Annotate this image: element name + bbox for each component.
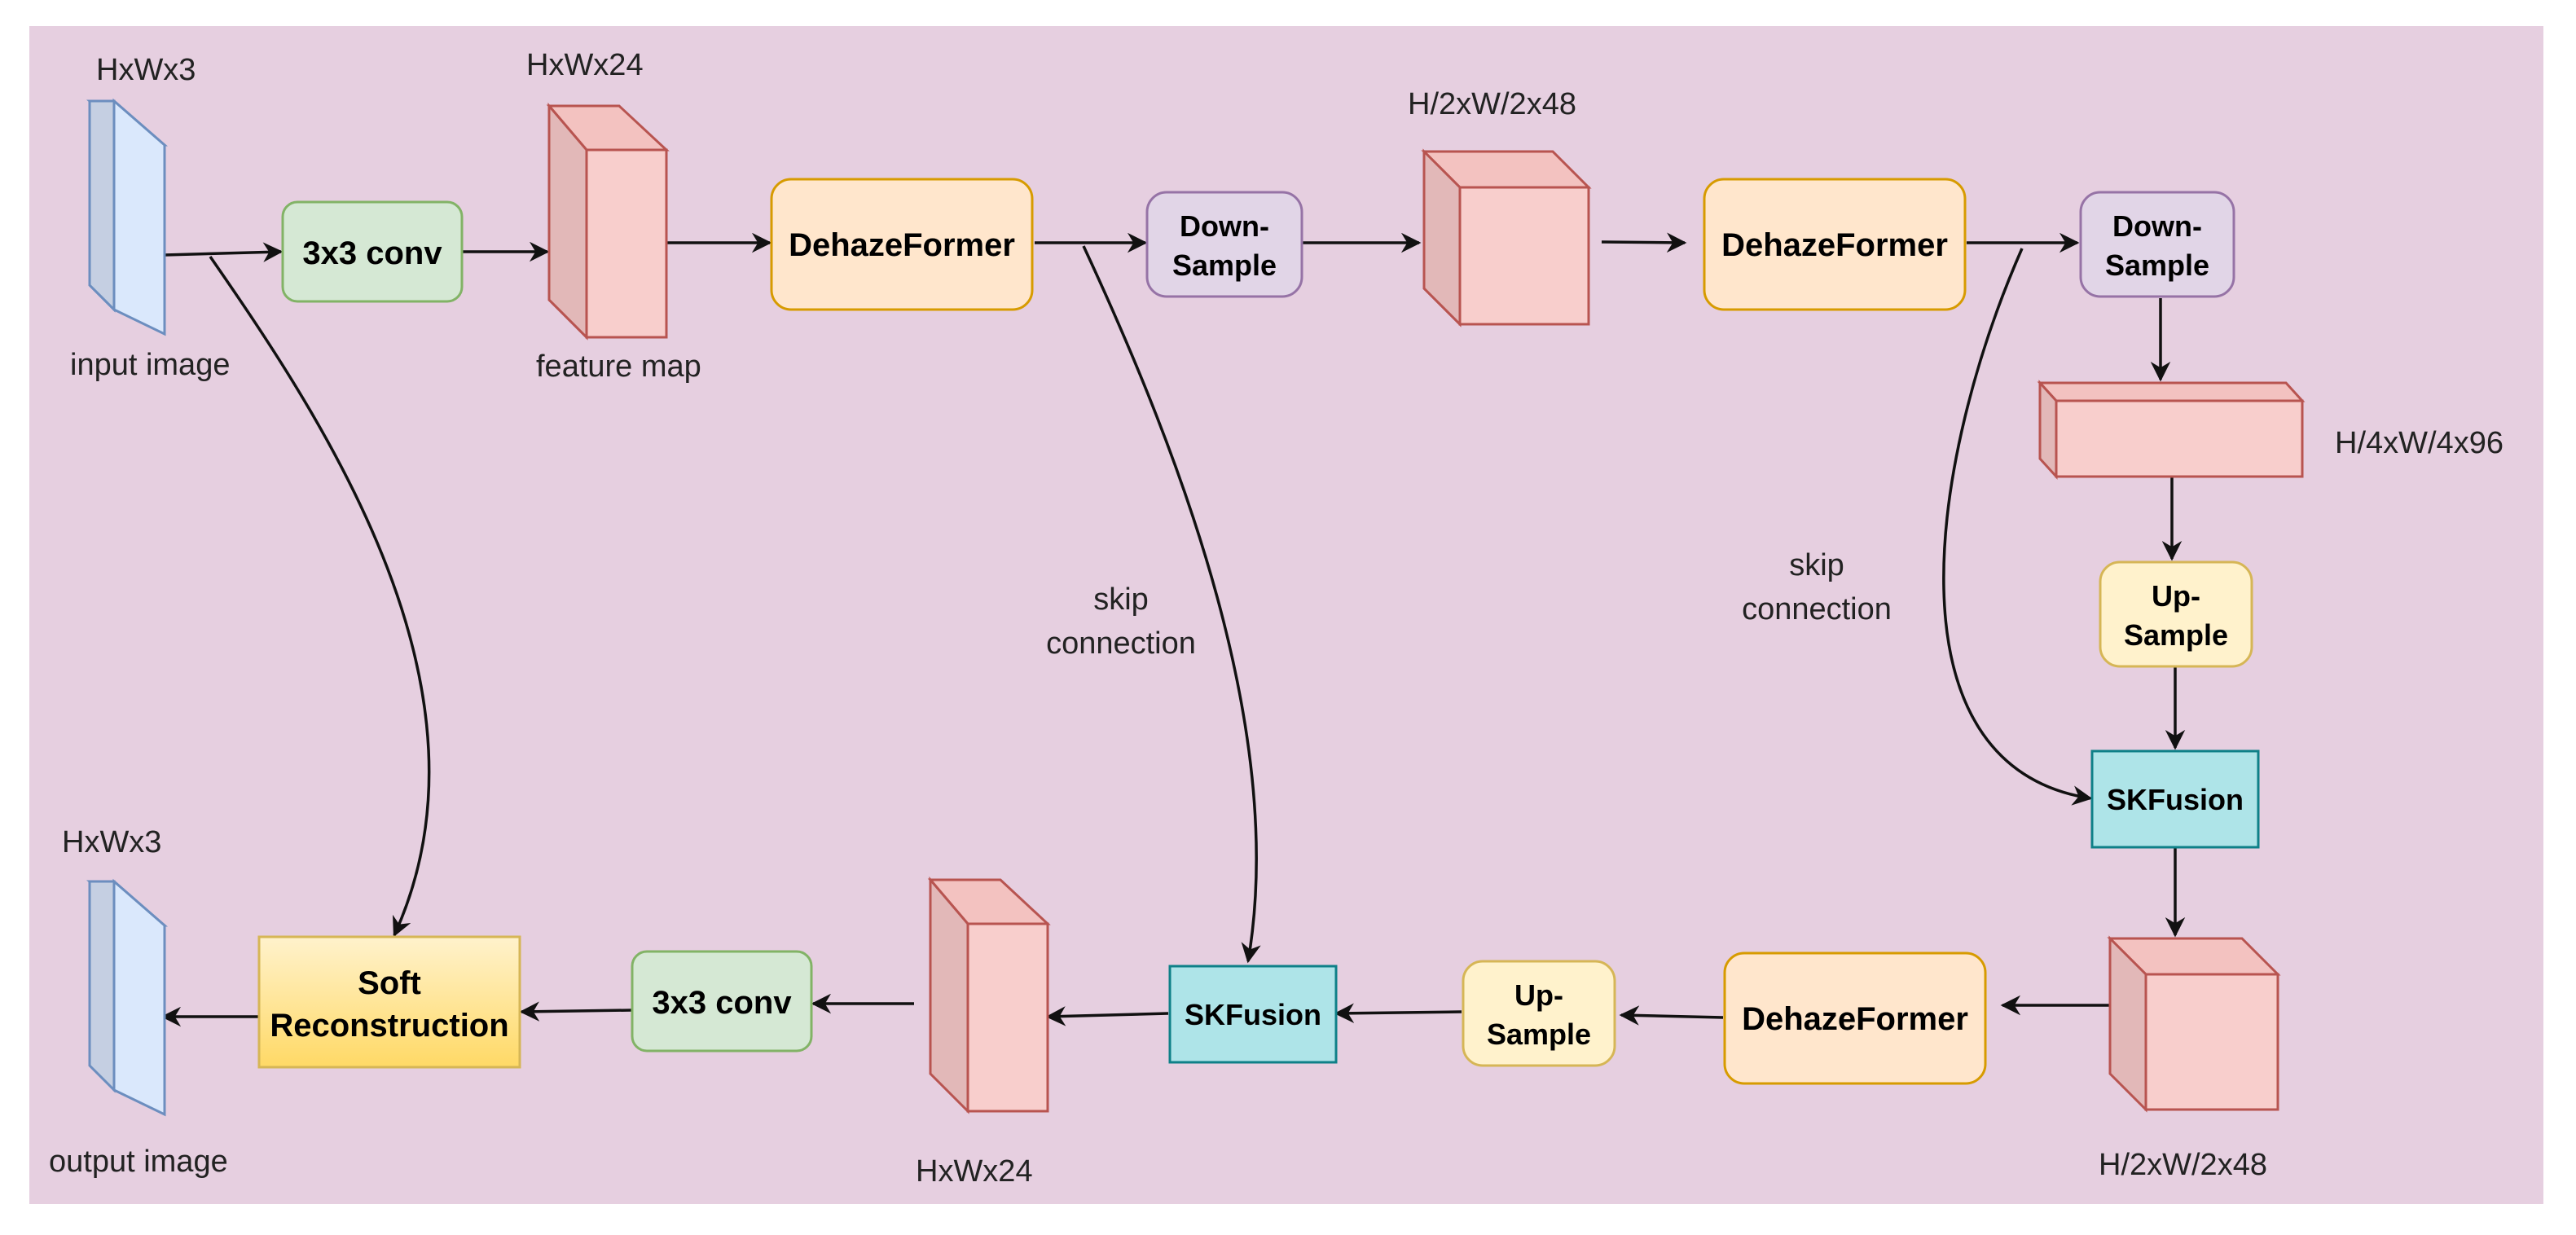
skip-label-1-line1: skip bbox=[1093, 582, 1149, 617]
dehazeformer-3-box bbox=[1723, 952, 1987, 1085]
feature-map-tensor bbox=[546, 102, 670, 341]
feature-map-dim-label: HxWx24 bbox=[526, 48, 644, 82]
mid-tensor-top-front bbox=[1458, 186, 1590, 326]
feature-map-front bbox=[585, 148, 668, 339]
feature-map-left bbox=[547, 102, 588, 341]
bottom-tensor-left bbox=[2038, 380, 2058, 480]
input-image-block bbox=[86, 98, 169, 336]
mid-tensor-bottom-front bbox=[2144, 973, 2279, 1111]
upsample-1-label-line2: Sample bbox=[2124, 618, 2228, 652]
output-image-label: output image bbox=[49, 1145, 228, 1179]
soft-reconstruction-label-line1: Soft bbox=[358, 965, 421, 1001]
soft-reconstruction-label-line2: Reconstruction bbox=[270, 1008, 508, 1044]
dehazeformer-2-label: DehazeFormer bbox=[1721, 227, 1948, 263]
skip-connection-former2-to-skfusion1 bbox=[1942, 248, 2093, 806]
output-image-dim-label: HxWx3 bbox=[62, 825, 161, 859]
mid-tensor-bottom-dim-label: H/2xW/2x48 bbox=[2099, 1148, 2267, 1182]
downsample-1-label-line1: Down- bbox=[1180, 209, 1269, 243]
upsample-1-box bbox=[2099, 560, 2253, 668]
edges bbox=[160, 232, 2186, 1027]
conv-in-box bbox=[281, 200, 464, 303]
feature-out-tensor bbox=[927, 876, 1051, 1114]
dehazeformer-3-label: DehazeFormer bbox=[1742, 1001, 1968, 1037]
skfusion-2-label: SKFusion bbox=[1185, 998, 1321, 1031]
skfusion-1-box bbox=[2090, 749, 2260, 849]
bottom-tensor bbox=[2037, 380, 2306, 480]
downsample-2-box bbox=[2079, 191, 2235, 298]
feature-out-dim-label: HxWx24 bbox=[916, 1154, 1033, 1189]
output-image-left-face bbox=[88, 880, 116, 1093]
conv-out-box bbox=[631, 950, 813, 1053]
dehazeformer-1-label: DehazeFormer bbox=[789, 227, 1015, 263]
output-image-block bbox=[86, 878, 169, 1117]
dehazeformer-1-box bbox=[770, 178, 1034, 311]
skip-label-1-line2: connection bbox=[1046, 626, 1196, 661]
input-image-left-face bbox=[88, 99, 116, 313]
skfusion-2-box bbox=[1168, 965, 1338, 1064]
feature-map-label: feature map bbox=[536, 349, 701, 384]
edge-former3-to-up2 bbox=[1619, 1005, 1724, 1026]
mid-tensor-top-left bbox=[1422, 148, 1462, 327]
edge-convout-to-soft bbox=[519, 1001, 632, 1022]
upsample-2-box bbox=[1462, 960, 1616, 1067]
feature-out-front bbox=[966, 922, 1049, 1113]
skip-connection-former1-to-skfusion2 bbox=[1082, 245, 1261, 964]
skip-label-2-line2: connection bbox=[1742, 592, 1892, 626]
downsample-1-box bbox=[1145, 191, 1303, 298]
bottom-tensor-top bbox=[2037, 381, 2306, 402]
soft-reconstruction-box bbox=[257, 935, 521, 1069]
upsample-1-label-line1: Up- bbox=[2152, 579, 2200, 613]
upsample-2-label-line2: Sample bbox=[1487, 1017, 1591, 1051]
mid-tensor-top bbox=[1421, 148, 1592, 327]
skip-connection-input-to-soft bbox=[209, 256, 431, 938]
input-image-label: input image bbox=[70, 348, 230, 382]
downsample-1-label-line2: Sample bbox=[1172, 248, 1277, 282]
edge-input-to-conv bbox=[164, 242, 284, 262]
edge-up2-to-skfusion2 bbox=[1334, 1003, 1462, 1023]
skip-label-2-line1: skip bbox=[1789, 548, 1844, 582]
skfusion-1-label: SKFusion bbox=[2107, 783, 2244, 816]
downsample-2-label-line1: Down- bbox=[2112, 209, 2202, 243]
mid-tensor-bottom bbox=[2107, 935, 2281, 1113]
bottom-tensor-front bbox=[2055, 399, 2304, 478]
downsample-2-label-line2: Sample bbox=[2105, 248, 2209, 282]
conv-in-label: 3x3 conv bbox=[302, 235, 442, 271]
input-image-dim-label: HxWx3 bbox=[96, 53, 196, 87]
bottom-tensor-dim-label: H/4xW/4x96 bbox=[2335, 426, 2503, 460]
dehazeformer-2-box bbox=[1703, 178, 1967, 311]
upsample-2-label-line1: Up- bbox=[1514, 978, 1563, 1012]
mid-tensor-top-dim-label: H/2xW/2x48 bbox=[1408, 87, 1576, 121]
edge-skfusion2-to-featout bbox=[1045, 1006, 1169, 1026]
conv-out-label: 3x3 conv bbox=[652, 985, 792, 1021]
edge-midtensor-to-former2 bbox=[1601, 232, 1687, 253]
